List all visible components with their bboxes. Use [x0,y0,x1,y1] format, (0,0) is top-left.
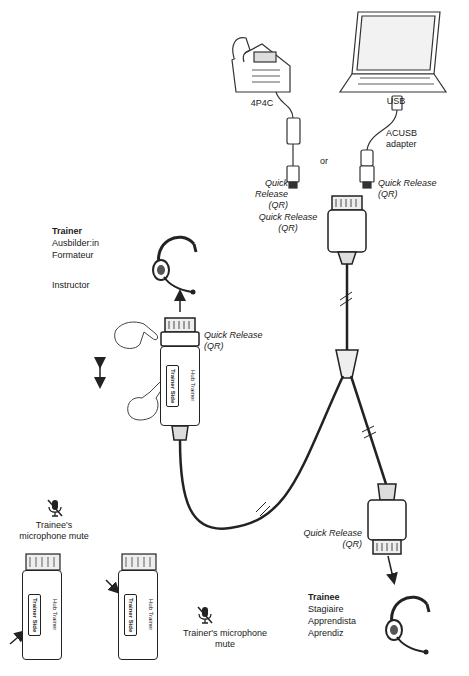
trainer-side-tag: Trainer Side [166,365,179,407]
text-label: Aprendiz [308,628,378,639]
double-arrow [99,366,101,386]
text-label: Stagiaire [308,604,378,615]
connector-label: Quick Release (QR) [378,178,448,200]
trainer-side-tag: Trainer Side [124,594,137,636]
text-label: ACUSB adapter [386,128,436,150]
device-text: Hub Trainer [189,370,196,401]
text-label: Instructor [52,280,122,291]
mute-icon [48,500,62,516]
connector-label: Quick Release (QR) [250,212,326,234]
trainer-hub-body: Hub Trainer Trainer Side [118,570,158,660]
text-label: Trainer [52,226,122,237]
text-label: Trainer's microphone mute [180,628,270,650]
direction-arrow [388,556,394,582]
text-label: Trainee [308,592,378,603]
small-device-connector [26,554,156,570]
connector-label: Quick Release (QR) [300,528,362,550]
text-label: 4P4C [240,98,284,109]
trainer-qr-connector [161,318,199,440]
trainee-cable [351,376,386,484]
text-label: Apprendista [308,616,378,627]
connector-label: Quick Release (QR) [254,178,288,211]
trainer-hub-body: Hub Trainer Trainer Side [160,346,200,426]
trainer-headset [153,237,196,294]
trainee-qr-connector [368,484,406,554]
trainer-side-tag: Trainer Side [28,594,41,636]
tag-text: Trainer Side [127,598,134,632]
break-mark [256,502,270,516]
main-qr-connector [328,196,366,378]
press-arrow [106,580,118,592]
tag-text: Trainer Side [31,598,38,632]
phone-illustration [232,38,290,92]
trainer-hub-body: Hub Trainer Trainer Side [22,570,62,660]
text-label: or [314,156,334,167]
hand-icon [115,322,166,420]
text-label: USB [376,96,416,107]
connector-label: Quick Release (QR) [204,330,274,352]
device-text: Hub Trainer [51,599,58,630]
trainee-headset [386,597,429,654]
text-label: Trainee's microphone mute [14,520,94,542]
direction-arrow [179,292,181,312]
text-label: Ausbilder:in [52,238,122,249]
break-mark [362,426,376,438]
tag-text: Trainer Side [169,369,176,403]
laptop-illustration [340,12,446,92]
trainer-cable [180,376,343,529]
phone-cable [276,92,300,188]
text-label: Formateur [52,250,122,261]
mute-icon [198,607,212,623]
device-text: Hub Trainer [147,599,154,630]
